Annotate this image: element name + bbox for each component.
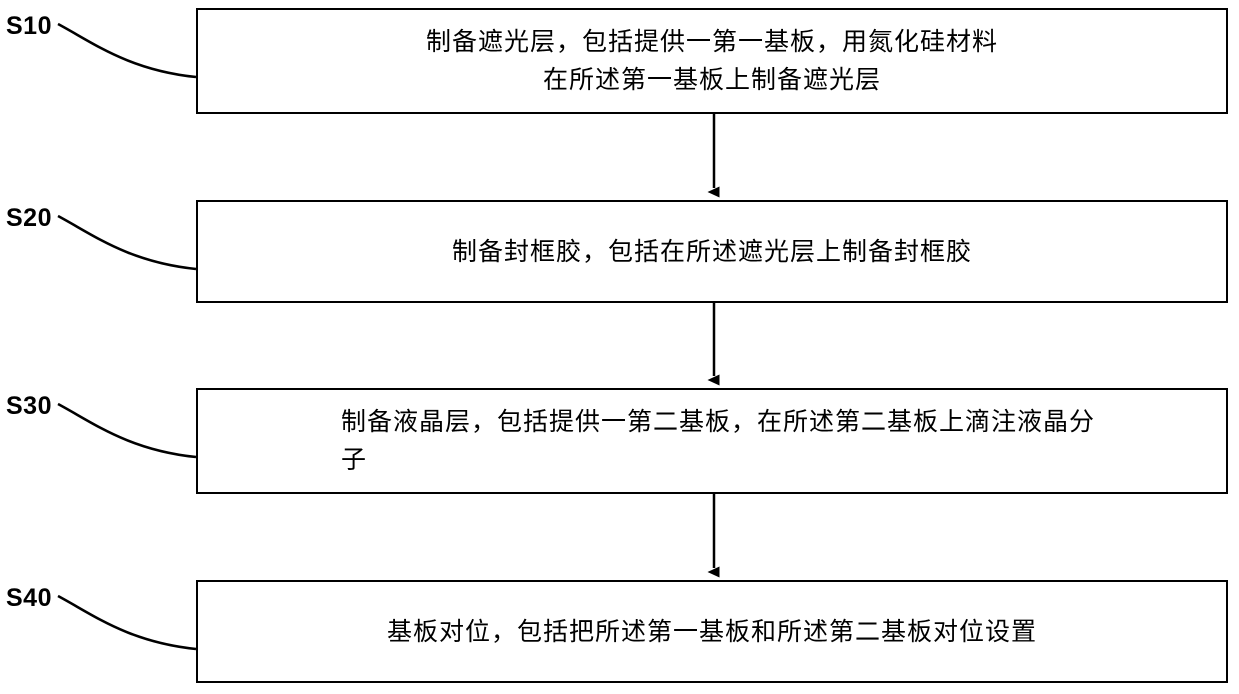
step-text-s40: 基板对位，包括把所述第一基板和所述第二基板对位设置: [386, 616, 1037, 646]
leader-line-s20: [57, 214, 197, 271]
step-box-s20[interactable]: 制备封框胶，包括在所述遮光层上制备封框胶: [196, 200, 1228, 303]
step-label-s30: S30: [6, 392, 52, 420]
step-label-s20: S20: [6, 204, 52, 232]
leader-line-s10: [57, 22, 197, 79]
leader-line-s40: [57, 594, 197, 651]
step-label-s40: S40: [6, 584, 52, 612]
step-text-s30: 制备液晶层，包括提供一第二基板，在所述第二基板上滴注液晶分 子: [340, 407, 1095, 474]
step-box-s10[interactable]: 制备遮光层，包括提供一第一基板，用氮化硅材料 在所述第一基板上制备遮光层: [196, 8, 1228, 114]
step-text-s10: 制备遮光层，包括提供一第一基板，用氮化硅材料 在所述第一基板上制备遮光层: [425, 27, 998, 94]
step-box-s40[interactable]: 基板对位，包括把所述第一基板和所述第二基板对位设置: [196, 580, 1228, 683]
step-label-s10: S10: [6, 12, 52, 40]
leader-line-s30: [57, 402, 197, 459]
step-box-s30[interactable]: 制备液晶层，包括提供一第二基板，在所述第二基板上滴注液晶分 子: [196, 388, 1228, 494]
step-text-s20: 制备封框胶，包括在所述遮光层上制备封框胶: [451, 236, 972, 266]
